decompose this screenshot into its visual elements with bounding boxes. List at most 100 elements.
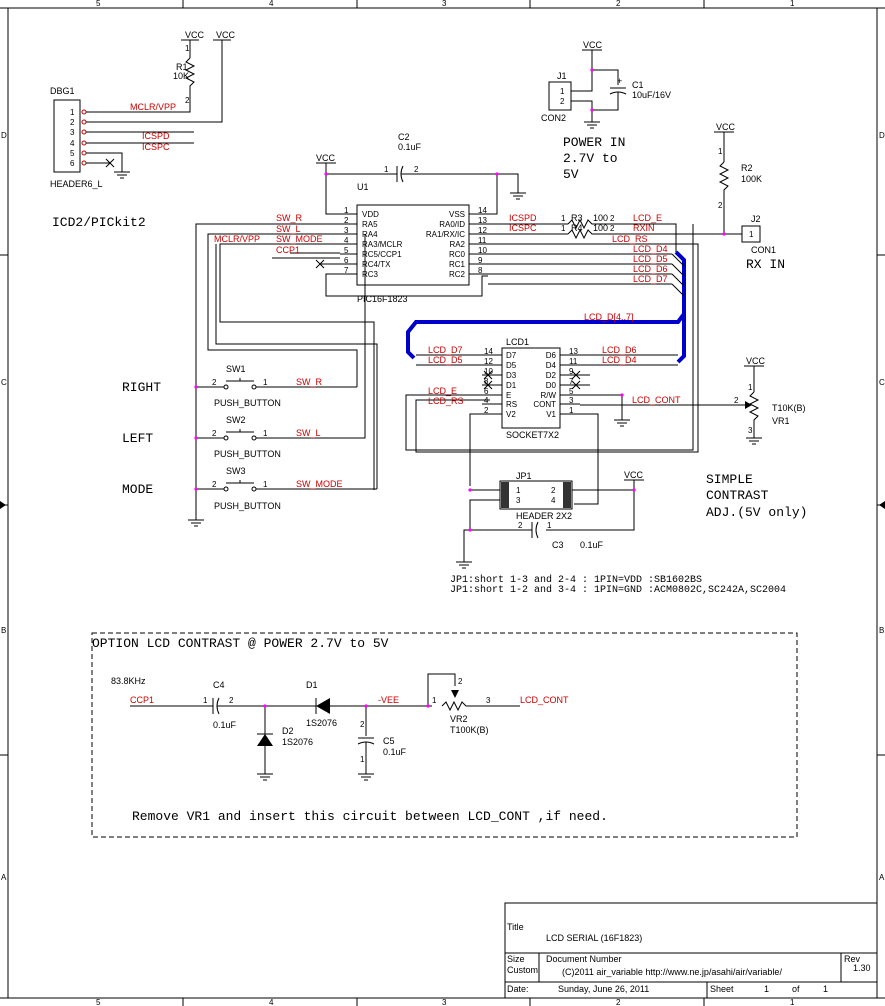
d2-ref: D2	[282, 726, 294, 736]
pin-number: 4	[70, 139, 75, 148]
pin-number: 1	[749, 230, 754, 239]
pin-number: 10	[478, 246, 487, 255]
r3-ref: R3	[571, 213, 583, 223]
pin-name: VSS	[449, 210, 465, 219]
contrast-note: SIMPLE	[706, 472, 753, 487]
pin-name: D0	[546, 381, 557, 390]
pin-number: 1	[432, 696, 437, 705]
pin-number: 1	[748, 383, 753, 392]
pin-number: 4	[551, 496, 556, 505]
pin-number: 2	[560, 97, 565, 106]
pin-number: 3	[516, 496, 521, 505]
of-label: of	[792, 984, 800, 994]
vcc-label: VCC	[716, 122, 736, 132]
pin-number: 5	[70, 149, 75, 158]
pin-number: 3	[344, 226, 349, 235]
vr1-potentiometer: VCC 1 2 3 T10K(B) VR1	[734, 356, 806, 445]
pin-number: 2	[484, 406, 489, 415]
net-label: LCD_D5	[633, 254, 668, 264]
svg-text:2: 2	[718, 201, 723, 210]
pin-number: 1	[547, 521, 552, 530]
docnum-label: Document Number	[546, 954, 622, 964]
left-note: LEFT	[122, 431, 153, 446]
pin-number: 2	[212, 378, 217, 387]
pin-number: 11	[569, 357, 578, 366]
col-label: 2	[616, 0, 621, 8]
r4-value: 100	[593, 223, 608, 233]
date-label: Date:	[507, 984, 529, 994]
dbg1-value: HEADER6_L	[50, 179, 103, 189]
r1-ref: R1	[176, 62, 188, 72]
pin-number: 3	[486, 696, 491, 705]
pin-name: CONT	[533, 400, 556, 409]
vcc-label: VCC	[746, 356, 766, 366]
pin-number: 1	[263, 480, 268, 489]
mode-note: MODE	[122, 482, 153, 497]
pin-name: D4	[546, 361, 557, 370]
svg-text:1: 1	[561, 224, 566, 233]
d2-value: 1S2076	[282, 737, 313, 747]
net-label: RXIN	[633, 223, 655, 233]
pin-number: 11	[478, 236, 487, 245]
freq-note: 83.8KHz	[111, 676, 146, 686]
pin-number: 1	[560, 87, 565, 96]
pin-number: 1	[569, 406, 574, 415]
right-note: RIGHT	[122, 380, 161, 395]
c1-ref: C1	[632, 80, 644, 90]
c2-value: 0.1uF	[398, 142, 422, 152]
of-value: 1	[823, 984, 828, 994]
net-label: SW_MODE	[296, 479, 343, 489]
pin-number: 1	[263, 429, 268, 438]
rx-in-note: RX IN	[746, 257, 785, 272]
rx-input: VCC R2 100K 12 J2 1 CON1 RX IN	[714, 122, 785, 272]
col-label: 5	[96, 0, 101, 8]
pin-number: 6	[70, 159, 75, 168]
vcc-label: VCC	[624, 470, 644, 480]
net-label: LCD_D4	[602, 355, 637, 365]
pin-number: 2	[551, 486, 556, 495]
jp1-note: JP1:short 1-2 and 3-4 : 1PIN=GND :ACM080…	[450, 584, 786, 596]
net-label: SW_MODE	[276, 234, 323, 244]
net-label: CCP1	[130, 695, 154, 705]
pin-name: R/W	[540, 391, 556, 400]
rev-label: Rev	[844, 954, 861, 964]
r2-value: 100K	[741, 174, 762, 184]
u1-value: PIC16F1823	[357, 294, 408, 304]
pin-number: 2	[344, 216, 349, 225]
pin-number: 2	[414, 165, 419, 174]
pin-number: 5	[569, 387, 574, 396]
contrast-note: ADJ.(5V only)	[706, 505, 807, 520]
pin-name: D3	[506, 371, 517, 380]
pin-name: RA2	[449, 240, 465, 249]
c2-ref: C2	[398, 132, 410, 142]
col-label: 1	[790, 998, 795, 1006]
pin-name: E	[506, 391, 511, 400]
pin-name: D2	[546, 371, 557, 380]
u1-left-wires: SW_R SW_L MCLR/VPP SW_MODE CCP1	[195, 213, 488, 520]
sw1-value: PUSH_BUTTON	[214, 398, 281, 408]
net-label: LCD_D4	[633, 244, 668, 254]
remove-note: Remove VR1 and insert this circuit betwe…	[132, 809, 608, 824]
c1-value: 10uF/16V	[632, 90, 671, 100]
pin-number: 1	[344, 206, 349, 215]
option-title: OPTION LCD CONTRAST @ POWER 2.7V to 5V	[92, 636, 389, 651]
ground-icon	[456, 561, 472, 569]
pin-number: 4	[344, 236, 349, 245]
r1-resistor: VCC VCC R1 10K 12	[173, 30, 236, 105]
title-value: LCD SERIAL (16F1823)	[546, 933, 642, 943]
pin-number: 9	[478, 256, 483, 265]
push-buttons: RIGHT LEFT MODE SW1 2 1 PUSH_BUTTON SW_R…	[122, 234, 378, 527]
c1-plus: +	[617, 76, 622, 86]
row-label: A	[879, 873, 885, 882]
pin-number: 1	[70, 108, 75, 117]
net-label: SW_L	[276, 224, 301, 234]
pin-number: 8	[478, 266, 483, 275]
c4-ref: C4	[213, 680, 225, 690]
u1-right-pins: 14VSS13RA0/ID12RA1/RX/IC11RA210RC09RC18R…	[426, 206, 488, 279]
vr2-ref: VR2	[450, 714, 468, 724]
pin-name: RA1/RX/IC	[426, 230, 465, 239]
pin-name: V1	[546, 410, 556, 419]
net-label: LCD_CONT	[520, 695, 569, 705]
